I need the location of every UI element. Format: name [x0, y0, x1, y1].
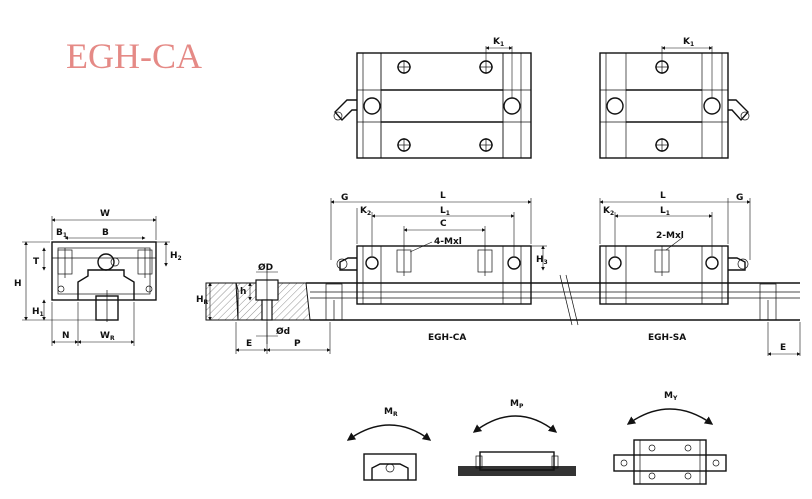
dim-e-label: E — [246, 339, 252, 349]
dim-h3-label: H3 — [536, 255, 548, 266]
product-title: EGH-CA — [66, 36, 202, 76]
dim-l-label-sa: L — [660, 191, 666, 201]
front-view: W B B1 H T H1 H2 N WR — [14, 209, 182, 346]
rail-side: EGH-CA EGH-SA E — [306, 274, 801, 356]
dim-k1-label: K1 — [493, 37, 504, 48]
side-view-sa: L G L1 K2 2-Mxl — [599, 191, 751, 305]
moment-mp: MP — [458, 399, 576, 476]
dim-l1-label: L1 — [440, 206, 450, 217]
holes-2-mxl-label: 2-Mxl — [656, 231, 684, 241]
moment-mr-label: MR — [384, 407, 398, 418]
holes-4-mxl-label: 4-Mxl — [434, 237, 462, 247]
dim-t-label: T — [33, 257, 40, 267]
dim-g-label: G — [341, 193, 348, 203]
moment-my: MY — [613, 391, 727, 485]
dim-e-right-label: E — [780, 343, 786, 353]
dim-c-label: C — [440, 219, 447, 229]
dim-w-label: W — [100, 209, 110, 219]
top-view-ca: K1 — [333, 37, 532, 159]
rail-section: ØD Ød h HR E P — [196, 262, 331, 354]
dim-k2-label: K2 — [360, 206, 371, 217]
dim-h-label: H — [14, 279, 22, 289]
dim-wr-label: WR — [100, 331, 115, 342]
dim-g-label-sa: G — [736, 193, 743, 203]
dim-p-label: P — [294, 339, 301, 349]
dim-k1-label-2: K1 — [683, 37, 694, 48]
dim-k2-label-sa: K2 — [603, 206, 614, 217]
dim-l-label: L — [440, 191, 446, 201]
dim-h-small-label: h — [240, 287, 246, 297]
dim-diameter-d-label: ØD — [258, 262, 273, 273]
dim-b-label: B — [102, 228, 109, 238]
side-view-ca: G L L1 K2 C 4-Mxl H3 — [330, 191, 548, 305]
dim-b1-label: B1 — [56, 228, 67, 239]
moment-my-label: MY — [664, 391, 678, 402]
top-view-sa: K1 — [599, 37, 750, 159]
dim-h2-label: H2 — [170, 251, 182, 262]
caption-egh-ca: EGH-CA — [428, 333, 466, 343]
dim-hr-label: HR — [196, 295, 209, 306]
moment-mp-label: MP — [510, 399, 524, 410]
caption-egh-sa: EGH-SA — [648, 333, 686, 343]
dim-diameter-small-d-label: Ød — [276, 326, 290, 337]
dim-h1-label: H1 — [32, 307, 44, 318]
dim-n-label: N — [62, 331, 70, 341]
moment-mr: MR — [346, 407, 432, 481]
dim-l1-label-sa: L1 — [660, 206, 670, 217]
